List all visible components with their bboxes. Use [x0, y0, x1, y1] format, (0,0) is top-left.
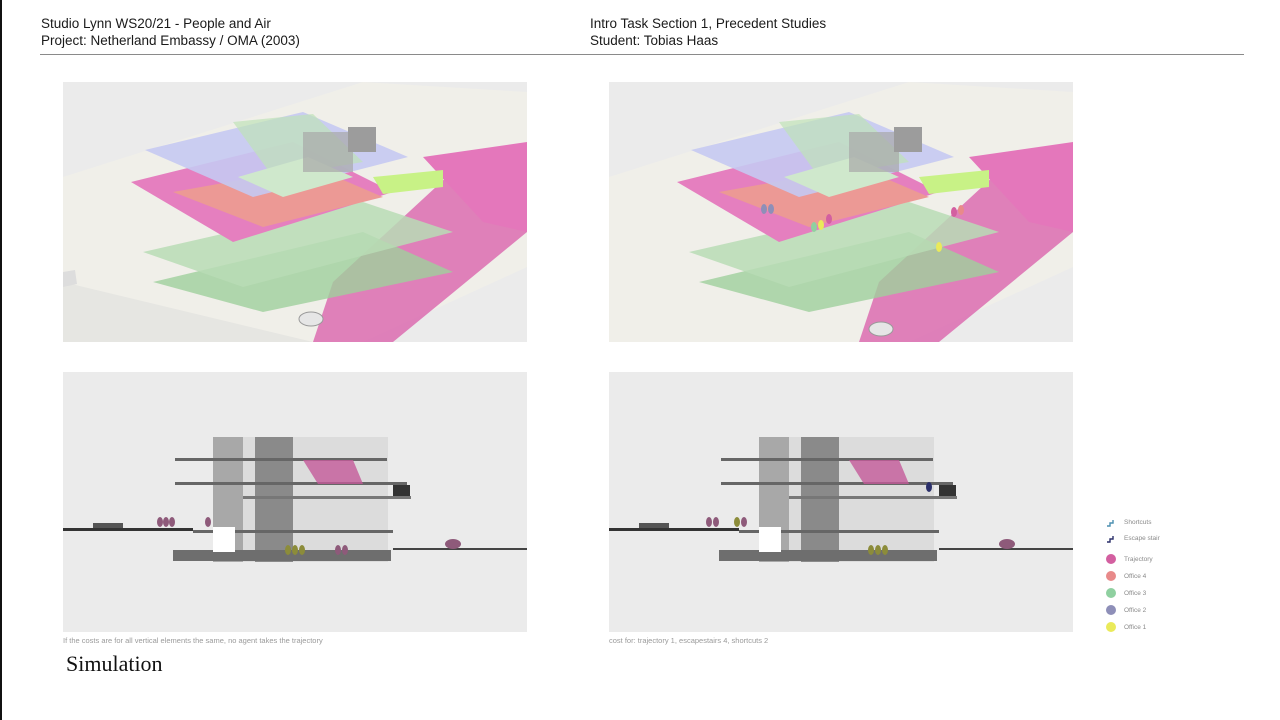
legend-label: Escape stair [1124, 534, 1160, 542]
section-drawing-right [609, 437, 1073, 562]
axonometric-drawing-left [63, 82, 527, 342]
legend-dot-icon [1106, 605, 1116, 615]
header-divider [40, 54, 1244, 55]
header-left: Studio Lynn WS20/21 - People and Air Pro… [41, 15, 300, 49]
legend-item-office-3: Office 3 [1106, 587, 1146, 599]
header-right: Intro Task Section 1, Precedent Studies … [590, 15, 826, 49]
legend-label: Office 1 [1124, 623, 1147, 631]
section-view-right [609, 372, 1073, 632]
studio-title: Studio Lynn WS20/21 - People and Air [41, 16, 271, 31]
agents-axonometric-right [761, 204, 964, 252]
left-edge-bar [0, 0, 2, 720]
slide-title: Simulation [66, 651, 163, 676]
student-name: Student: Tobias Haas [590, 33, 719, 48]
legend-label: Office 2 [1124, 606, 1147, 614]
caption-right: cost for: trajectory 1, escapestairs 4, … [609, 636, 769, 645]
caption-left: If the costs are for all vertical elemen… [63, 636, 323, 645]
legend-item-trajectory: Trajectory [1106, 553, 1153, 565]
legend-label: Office 4 [1124, 572, 1147, 580]
legend-label: Shortcuts [1124, 518, 1152, 526]
legend-dot-icon [1106, 588, 1116, 598]
legend-item-office-1: Office 1 [1106, 621, 1146, 633]
section-drawing-left [63, 437, 527, 562]
legend-item-office-2: Office 2 [1106, 604, 1146, 616]
legend-dot-icon [1106, 571, 1116, 581]
agents-section-left [157, 517, 348, 555]
project-title: Project: Netherland Embassy / OMA (2003) [41, 33, 300, 48]
legend-label: Office 3 [1124, 589, 1147, 597]
legend-dot-icon [1106, 554, 1116, 564]
axonometric-drawing-right [609, 82, 1073, 342]
axonometric-view-left [63, 82, 527, 342]
legend-label: Trajectory [1124, 555, 1153, 563]
legend-item-shortcuts: Shortcuts [1106, 516, 1151, 528]
stair-icon [1107, 520, 1114, 527]
stair-icon [1107, 536, 1114, 543]
section-view-left [63, 372, 527, 632]
axonometric-view-right [609, 82, 1073, 342]
legend-item-office-4: Office 4 [1106, 570, 1146, 582]
task-title: Intro Task Section 1, Precedent Studies [590, 16, 827, 31]
agents-section-right [706, 482, 932, 555]
legend-item-escape-stair: Escape stair [1106, 532, 1160, 544]
legend-dot-icon [1106, 622, 1116, 632]
